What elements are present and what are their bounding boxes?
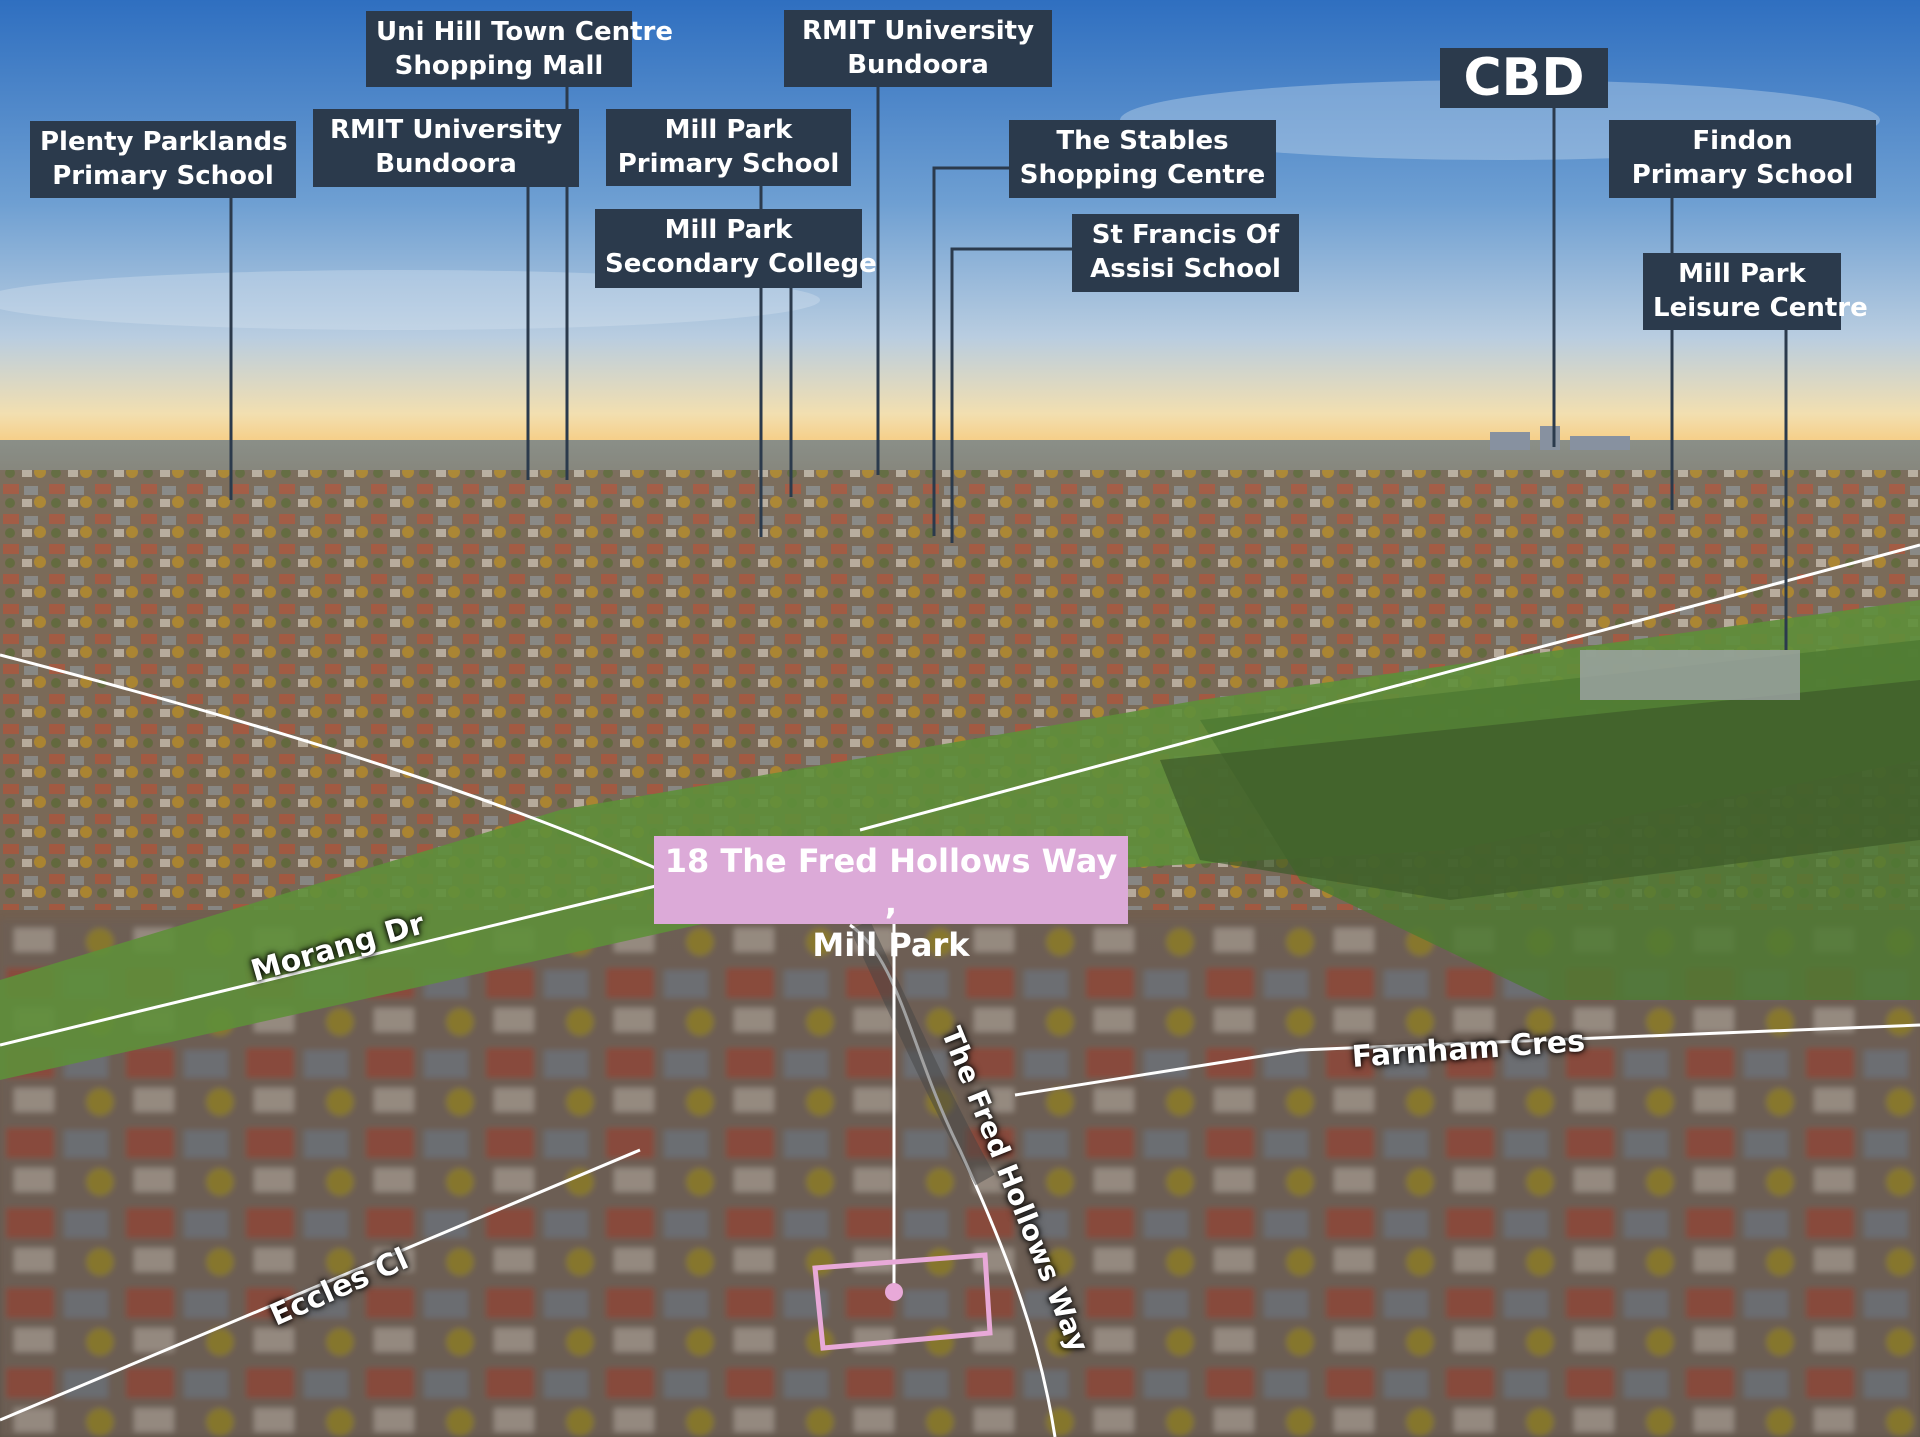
label-line: Plenty Parklands (40, 127, 288, 157)
label-st-francis: St Francis Of Assisi School (1072, 214, 1299, 292)
label-cbd: CBD (1440, 48, 1608, 108)
label-rmit-bundoora-left: RMIT University Bundoora (313, 109, 579, 187)
address-line: 18 The Fred Hollows Way , (664, 842, 1118, 922)
label-line: Shopping Mall (394, 51, 604, 81)
label-findon: Findon Primary School (1609, 120, 1876, 198)
label-line: Mill Park (664, 115, 793, 145)
address-label: 18 The Fred Hollows Way , Mill Park (654, 836, 1128, 964)
label-line: Secondary College (605, 249, 877, 279)
label-line: The Stables (1056, 126, 1229, 156)
label-mill-park-primary: Mill Park Primary School (606, 109, 851, 186)
label-mill-park-secondary: Mill Park Secondary College (595, 209, 877, 288)
label-uni-hill: Uni Hill Town Centre Shopping Mall (366, 11, 673, 87)
label-line: Uni Hill Town Centre (376, 17, 673, 47)
label-line: Assisi School (1090, 254, 1281, 284)
label-line: Mill Park (664, 215, 793, 245)
label-line: Leisure Centre (1653, 293, 1868, 323)
label-plenty-parklands: Plenty Parklands Primary School (30, 121, 296, 198)
label-line: Mill Park (1678, 259, 1806, 289)
label-the-stables: The Stables Shopping Centre (1009, 120, 1276, 198)
label-line: St Francis Of (1091, 220, 1280, 250)
label-line: Primary School (617, 149, 840, 179)
label-line: Shopping Centre (1019, 160, 1266, 190)
label-line: RMIT University (801, 16, 1035, 46)
label-line: Primary School (1631, 160, 1854, 190)
label-line: CBD (1463, 48, 1585, 108)
label-leisure-centre: Mill Park Leisure Centre (1643, 253, 1868, 330)
label-line: Findon (1692, 126, 1793, 156)
label-line: RMIT University (329, 115, 563, 145)
label-rmit-bundoora-top: RMIT University Bundoora (784, 10, 1052, 87)
label-line: Bundoora (375, 149, 517, 179)
address-line: Mill Park (812, 926, 970, 964)
label-line: Primary School (52, 161, 274, 191)
label-line: Bundoora (847, 50, 989, 80)
